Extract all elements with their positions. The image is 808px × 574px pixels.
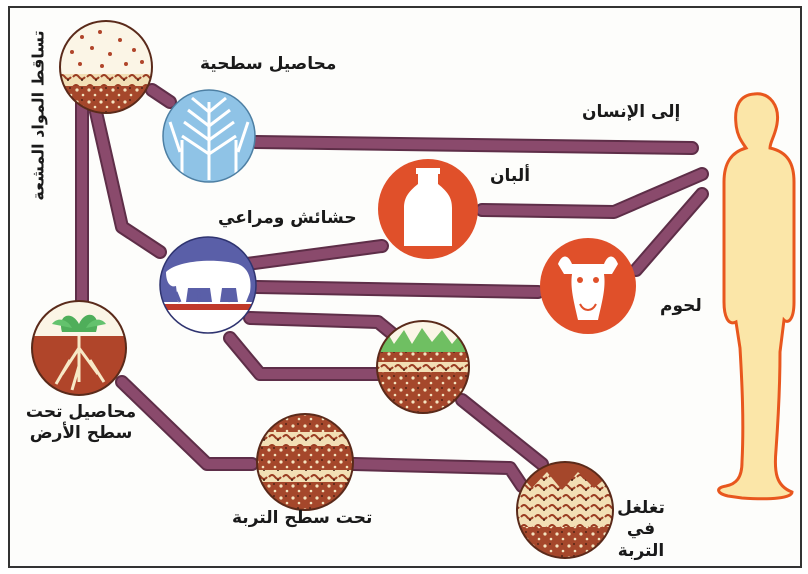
label-to-human: إلى الإنسان <box>582 102 680 123</box>
label-fallout: تساقط المواد المشعة <box>29 26 48 206</box>
milk-bottle-icon <box>378 159 478 259</box>
soil-layer-icon <box>257 414 353 510</box>
wheat-icon <box>163 90 255 182</box>
label-below-soil: تحت سطح التربة <box>232 508 372 529</box>
label-underground-crops: محاصيل تحت سطح الأرض <box>16 402 146 445</box>
label-underground-crops-line2: سطح الأرض <box>16 423 146 444</box>
human-silhouette-icon <box>719 94 794 499</box>
label-grass: حشائش ومراعي <box>218 208 357 229</box>
label-milk: ألبان <box>490 166 530 187</box>
grazing-cattle-icon <box>160 237 256 333</box>
root-plant-icon <box>32 301 126 396</box>
label-penetration-line1: تغلغل <box>606 498 676 519</box>
cow-head-icon <box>540 238 636 334</box>
diagram-frame: تساقط المواد المشعة محاصيل سطحية إلى الإ… <box>8 6 802 568</box>
label-penetration-line2: في التربة <box>606 519 676 562</box>
fallout-icon <box>58 20 154 116</box>
label-meat: لحوم <box>660 296 702 317</box>
food-chain-diagram <box>10 8 800 566</box>
label-penetration: تغلغل في التربة <box>606 498 676 562</box>
label-surface-crops: محاصيل سطحية <box>200 54 336 75</box>
grass-soil-icon <box>377 321 469 413</box>
label-underground-crops-line1: محاصيل تحت <box>16 402 146 423</box>
deep-soil-icon <box>517 462 613 558</box>
